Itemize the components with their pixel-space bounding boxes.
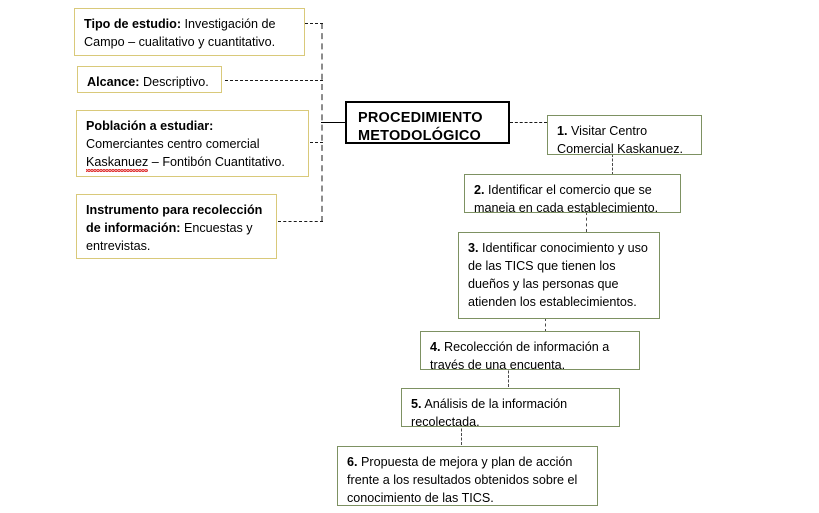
step-number: 1.	[557, 124, 568, 138]
left-box-heading: Tipo de estudio:	[84, 17, 182, 31]
connector-instrumento	[278, 221, 323, 222]
step-label: Identificar el comercio que se maneia en…	[474, 183, 659, 216]
title-line-2: METODOLÓGICO	[358, 127, 481, 144]
left-box-body: Descriptivo.	[139, 75, 209, 89]
left-box-text: Alcance: Descriptivo.	[87, 73, 212, 91]
left-box-heading: Población a estudiar:	[86, 119, 214, 133]
left-box-alcance[interactable]: Alcance: Descriptivo.	[77, 66, 222, 93]
connector-tipo-de-estudio	[305, 23, 323, 24]
left-box-heading: Instrumento para recolección de informac…	[86, 203, 263, 236]
step-text: 4. Recolección de información a través d…	[430, 338, 630, 374]
left-box-body: Comerciantes centro comercial	[86, 135, 299, 153]
left-box-body-tail: – Fontibón Cuantitativo.	[148, 155, 285, 170]
connector-step-5-to-6	[461, 424, 462, 445]
connector-step-2-to-3	[586, 212, 587, 232]
step-box-6[interactable]: 6. Propuesta de mejora y plan de acción …	[337, 446, 598, 506]
left-box-heading: Alcance:	[87, 75, 140, 89]
step-label: Propuesta de mejora y plan de acción fre…	[347, 455, 578, 506]
step-text: 2. Identificar el comercio que se maneia…	[474, 181, 671, 217]
step-box-3[interactable]: 3. Identificar conocimiento y uso de las…	[458, 232, 660, 319]
step-box-2[interactable]: 2. Identificar el comercio que se maneia…	[464, 174, 681, 215]
central-title-box[interactable]: PROCEDIMIENTO METODOLÓGICO	[345, 101, 510, 144]
connector-alcance	[225, 80, 323, 81]
left-box-body-line1: Comerciantes centro comercial	[86, 137, 260, 152]
connector-step-3-to-4	[545, 318, 546, 332]
connector-step-1-to-2	[612, 154, 613, 175]
step-text: 6. Propuesta de mejora y plan de acción …	[347, 453, 588, 507]
step-box-1[interactable]: 1. Visitar Centro Comercial Kaskanuez.	[547, 115, 702, 158]
left-box-instrumento-recoleccion[interactable]: Instrumento para recolección de informac…	[76, 194, 277, 259]
step-text: 3. Identificar conocimiento y uso de las…	[468, 239, 650, 312]
step-number: 2.	[474, 183, 485, 197]
left-box-body-line2: Kaskanuez – Fontibón Cuantitativo.	[86, 153, 299, 173]
step-label: Recolección de información a través de u…	[430, 340, 610, 373]
step-label: Análisis de la información recolectada.	[411, 397, 568, 430]
left-box-poblacion-a-estudiar[interactable]: Población a estudiar: Comerciantes centr…	[76, 110, 309, 177]
misspelled-word: Kaskanuez	[86, 153, 149, 173]
step-text: 1. Visitar Centro Comercial Kaskanuez.	[557, 122, 692, 158]
step-label: Visitar Centro Comercial Kaskanuez.	[557, 124, 683, 157]
connector-step-4-to-5	[508, 366, 509, 387]
step-number: 5.	[411, 397, 422, 411]
step-text: 5. Análisis de la información recolectad…	[411, 395, 610, 431]
left-box-text: Tipo de estudio: Investigación de Campo …	[84, 15, 295, 51]
left-box-tipo-de-estudio[interactable]: Tipo de estudio: Investigación de Campo …	[74, 8, 305, 56]
connector-poblacion	[310, 142, 323, 143]
left-box-body: Encuestas y entrevistas.	[86, 221, 253, 254]
step-box-5[interactable]: 5. Análisis de la información recolectad…	[401, 388, 620, 429]
step-label: Identificar conocimiento y uso de las TI…	[468, 241, 648, 310]
step-box-4[interactable]: 4. Recolección de información a través d…	[420, 331, 640, 372]
left-box-body: Investigación de Campo – cualitativo y c…	[84, 17, 276, 50]
title-line-1: PROCEDIMIENTO	[358, 110, 483, 126]
connector-title-to-step-1	[510, 122, 547, 123]
step-number: 4.	[430, 340, 441, 354]
connector-spine-to-title	[321, 122, 345, 123]
step-number: 6.	[347, 455, 358, 469]
left-box-text: Instrumento para recolección de informac…	[86, 201, 267, 255]
step-number: 3.	[468, 241, 479, 255]
